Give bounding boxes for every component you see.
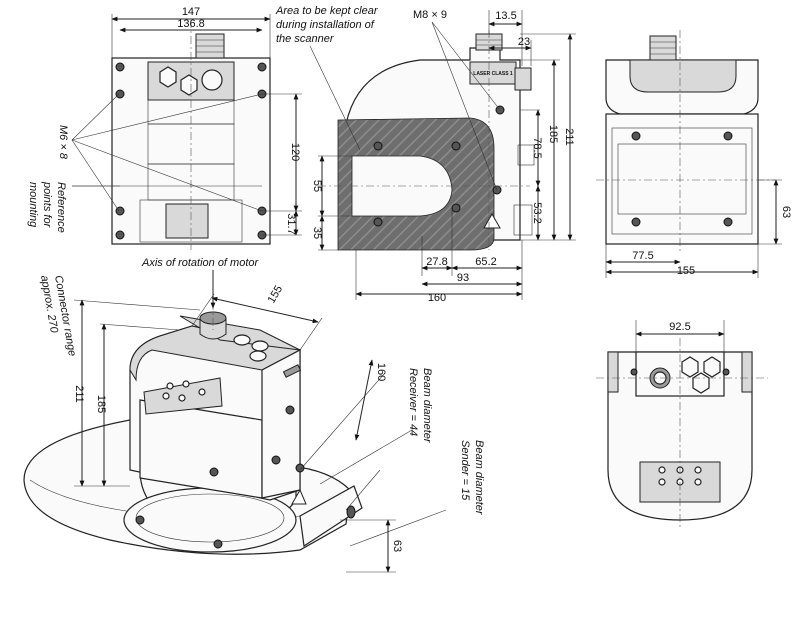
dim-185-iso: 185 [95, 395, 107, 413]
warning-icon [483, 212, 501, 229]
front-view: 147 136.8 120 31.7 M6 × 8 Reference poin… [27, 6, 302, 250]
dim-78-5: 78.5 [531, 137, 543, 158]
axis-rotation-note: Axis of rotation of motor [141, 257, 259, 269]
side-view: LASER CLASS 1 13.5 23 M8 × 9 Area to be … [275, 5, 576, 304]
dim-92-5: 92.5 [669, 321, 690, 333]
svg-text:Receiver = 44: Receiver = 44 [407, 368, 419, 436]
warning-icon [291, 488, 307, 505]
dim-65-2: 65.2 [475, 256, 496, 268]
dim-211-side: 211 [563, 128, 575, 146]
dim-93: 93 [457, 272, 469, 284]
laser-class-label: LASER CLASS 1 [473, 71, 513, 77]
beam-sender-note: Beam diameter Sender = 15 [459, 440, 485, 516]
clear-area-note: Area to be kept clear during installatio… [275, 5, 379, 45]
dim-155-rear: 155 [677, 265, 695, 277]
svg-text:Sender = 15: Sender = 15 [459, 440, 471, 501]
dim-147: 147 [182, 6, 200, 18]
top-view: 92.5 [596, 320, 768, 530]
dim-55: 55 [311, 180, 323, 192]
svg-text:points for: points for [41, 181, 53, 229]
dim-13-5: 13.5 [495, 10, 516, 22]
dim-63-iso: 63 [391, 540, 403, 552]
dim-35: 35 [311, 227, 323, 239]
dim-27-8: 27.8 [426, 256, 447, 268]
hex-plug-icon [159, 66, 177, 88]
dim-120: 120 [289, 143, 301, 161]
m6-note: M6 × 8 [57, 125, 69, 160]
svg-text:Reference: Reference [55, 182, 67, 233]
round-plug-icon [201, 69, 223, 91]
svg-text:the scanner: the scanner [276, 33, 335, 45]
dim-160-iso: 160 [375, 363, 387, 381]
isometric-view: Axis of rotation of motor 155 160 211 18… [23, 257, 485, 573]
clear-area-hatch [337, 117, 495, 251]
dim-63-rear: 63 [780, 206, 792, 218]
dim-160-side: 160 [428, 292, 446, 304]
m8-note: M8 × 9 [413, 9, 447, 21]
dim-136-8: 136.8 [177, 18, 205, 30]
dim-77-5: 77.5 [632, 250, 653, 262]
dim-31-7: 31.7 [285, 213, 297, 234]
svg-text:Beam diameter: Beam diameter [421, 368, 433, 444]
beam-receiver-note: Beam diameter Receiver = 44 [407, 368, 433, 444]
hex-plug-icon [692, 372, 710, 394]
hex-plug-icon [703, 356, 721, 378]
svg-text:during installation of: during installation of [276, 19, 375, 31]
dim-155-iso: 155 [266, 284, 286, 306]
reference-points-note: Reference points for mounting [27, 181, 67, 233]
dim-23: 23 [518, 36, 530, 48]
screw-icon [135, 405, 305, 549]
connector-range-note: Connector range approx. 270 [38, 274, 78, 357]
hex-plug-icon [681, 356, 699, 378]
svg-text:mounting: mounting [27, 182, 39, 228]
hex-plug-icon [180, 74, 198, 96]
screw-icon [373, 105, 505, 227]
rear-view: 63 77.5 155 [596, 30, 792, 278]
svg-text:Area to be kept clear: Area to be kept clear [275, 5, 379, 17]
dim-211-iso: 211 [73, 385, 85, 403]
svg-text:Beam diameter: Beam diameter [473, 440, 485, 516]
dim-53-2: 53.2 [531, 202, 543, 223]
screw-icon [631, 131, 733, 227]
dim-185-side: 185 [547, 125, 559, 143]
